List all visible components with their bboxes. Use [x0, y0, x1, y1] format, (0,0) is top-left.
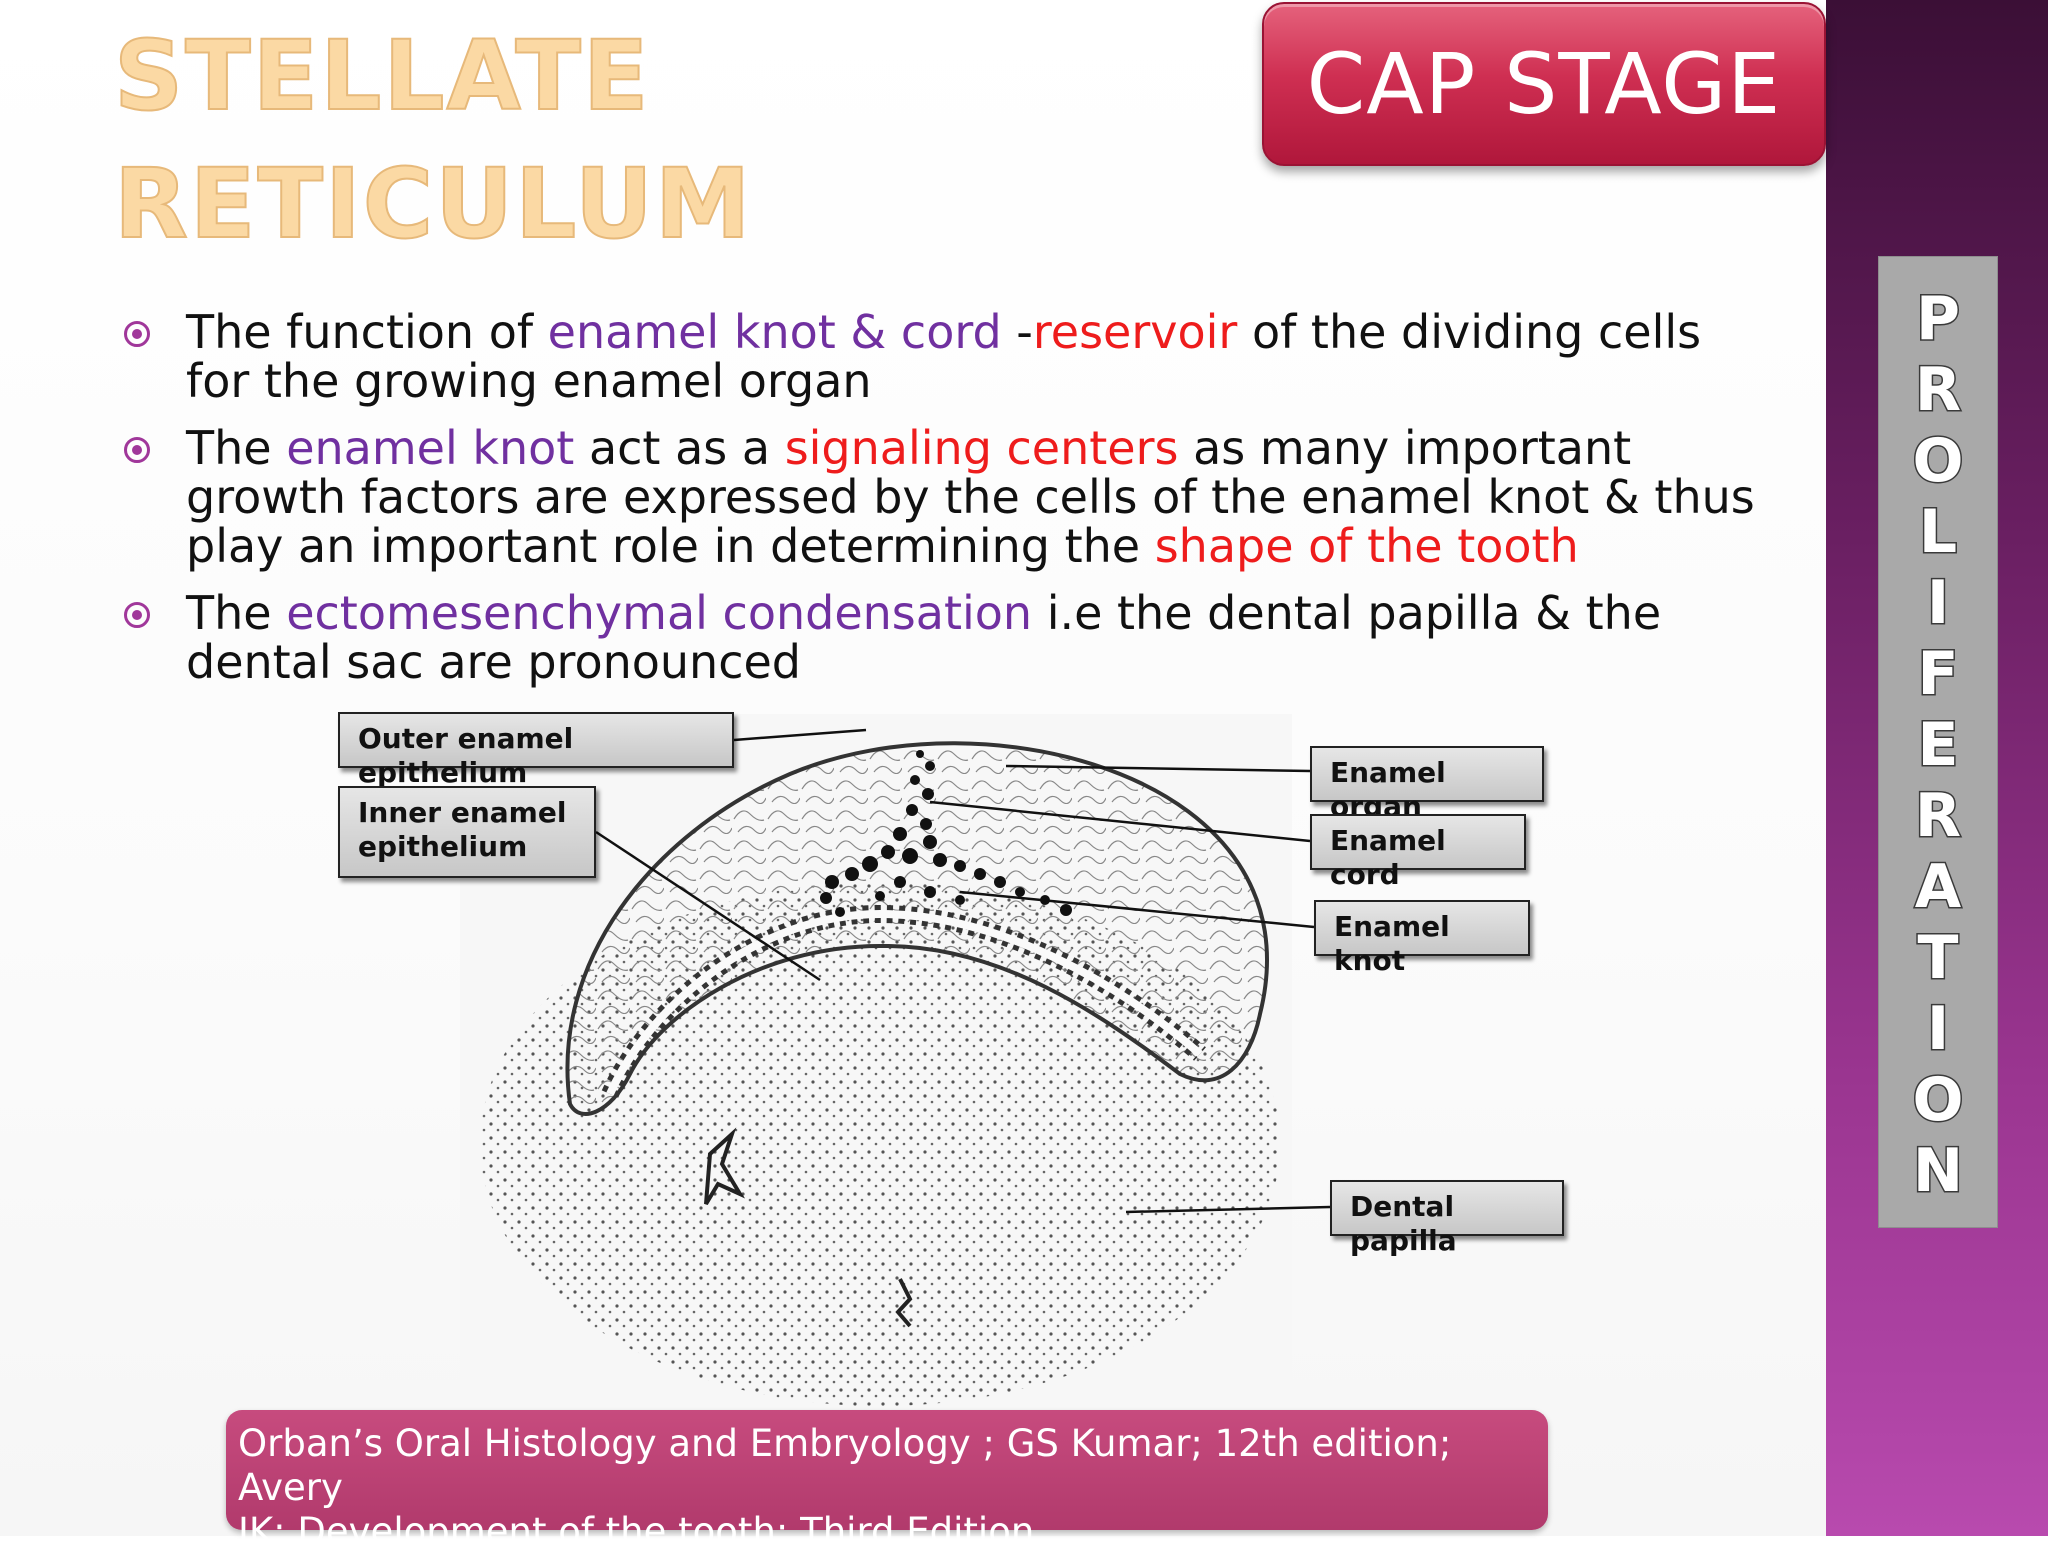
- side-letter: I: [1925, 567, 1950, 640]
- leader-enamel-organ: [1005, 764, 1311, 773]
- label-outer-enamel-epithelium: Outer enamel epithelium: [338, 712, 734, 789]
- side-letter: E: [1916, 709, 1960, 782]
- bullet-item: The function of enamel knot & cord -rese…: [120, 308, 1760, 406]
- side-letter: F: [1916, 638, 1960, 711]
- side-letter: N: [1911, 1135, 1964, 1208]
- bullet-text-segment: act as a: [574, 421, 785, 475]
- bullet-text-segment: signaling centers: [784, 421, 1179, 475]
- side-letter: O: [1911, 425, 1965, 498]
- reference-line-2: JK: Development of the tooth; Third Edit…: [238, 1510, 1047, 1553]
- papilla-vessel-2: [895, 1278, 913, 1328]
- side-letter: I: [1925, 993, 1950, 1066]
- leader-enamel-cord: [929, 800, 1311, 843]
- label-dental-papilla: Dental papilla: [1330, 1180, 1564, 1257]
- bullet-text-segment: i.e the dental papilla & the dental sac …: [186, 586, 1662, 689]
- title-line-2: RETICULUM: [113, 147, 753, 261]
- bullet-text-segment: enamel knot: [286, 421, 575, 475]
- bullet-text-segment: shape of the tooth: [1154, 519, 1579, 573]
- enamel-organ-outline: [565, 741, 1270, 1116]
- bullet-item: The enamel knot act as a signaling cente…: [120, 424, 1760, 571]
- side-letter: L: [1917, 496, 1958, 569]
- label-inner-enamel-epithelium: Inner enamel epithelium: [338, 786, 596, 878]
- reference-text: Orban’s Oral Histology and Embryology ; …: [238, 1422, 1528, 1554]
- label-enamel-organ: Enamel organ: [1310, 746, 1544, 823]
- label-inner-enamel-epithelium-line-1: Inner enamel: [358, 796, 567, 829]
- reference-box: Orban’s Oral Histology and Embryology ; …: [226, 1410, 1548, 1553]
- side-letter: A: [1913, 851, 1962, 924]
- side-letter: T: [1916, 922, 1960, 995]
- bullet-circle-icon: [124, 602, 150, 628]
- leader-enamel-knot: [959, 890, 1315, 929]
- leader-inner-enamel-epithelium: [595, 830, 821, 982]
- cap-stage-badge: CAP STAGE: [1262, 2, 1826, 166]
- bullet-item: The ectomesenchymal condensation i.e the…: [120, 589, 1760, 687]
- cap-stage-drawing: [480, 741, 1280, 1406]
- inner-enamel-epithelium-core: [606, 909, 1203, 1096]
- bullet-list: The function of enamel knot & cord -rese…: [120, 308, 1760, 705]
- bullet-text-segment: as many important growth factors are exp…: [186, 421, 1755, 573]
- bullet-text-segment: reservoir: [1032, 305, 1238, 359]
- bullet-circle-icon: [124, 321, 150, 347]
- bullet-text-segment: of the dividing cells for the growing en…: [186, 305, 1702, 408]
- bullet-text-segment: ectomesenchymal condensation: [286, 586, 1033, 640]
- bullet-text-segment: The function of: [186, 305, 548, 359]
- bullet-text-segment: The: [186, 586, 287, 640]
- title-line-1: STELLATE: [113, 19, 651, 133]
- leader-dental-papilla: [1125, 1205, 1331, 1214]
- cap-stage-diagram: [460, 714, 1292, 1406]
- slide-title: STELLATE RETICULUM: [113, 12, 834, 268]
- side-letter: R: [1913, 354, 1962, 427]
- side-letter: P: [1915, 283, 1962, 356]
- side-letter: O: [1911, 1064, 1965, 1137]
- label-inner-enamel-epithelium-line-2: epithelium: [358, 830, 528, 863]
- papilla-vessel-1: [704, 1127, 746, 1206]
- bullet-circle-icon: [124, 437, 150, 463]
- leader-outer-enamel-epithelium: [733, 728, 867, 742]
- bullet-text-segment: -: [1001, 305, 1033, 359]
- label-enamel-knot: Enamel knot: [1314, 900, 1530, 977]
- cap-stage-label: CAP STAGE: [1306, 35, 1782, 133]
- reference-line-1: Orban’s Oral Histology and Embryology ; …: [238, 1422, 1452, 1509]
- side-letter: R: [1913, 780, 1962, 853]
- bullet-text-segment: enamel knot & cord: [547, 305, 1002, 359]
- enamel-knot-cluster: [820, 750, 1072, 917]
- bullet-text-segment: The: [186, 421, 287, 475]
- label-enamel-cord: Enamel cord: [1310, 814, 1526, 891]
